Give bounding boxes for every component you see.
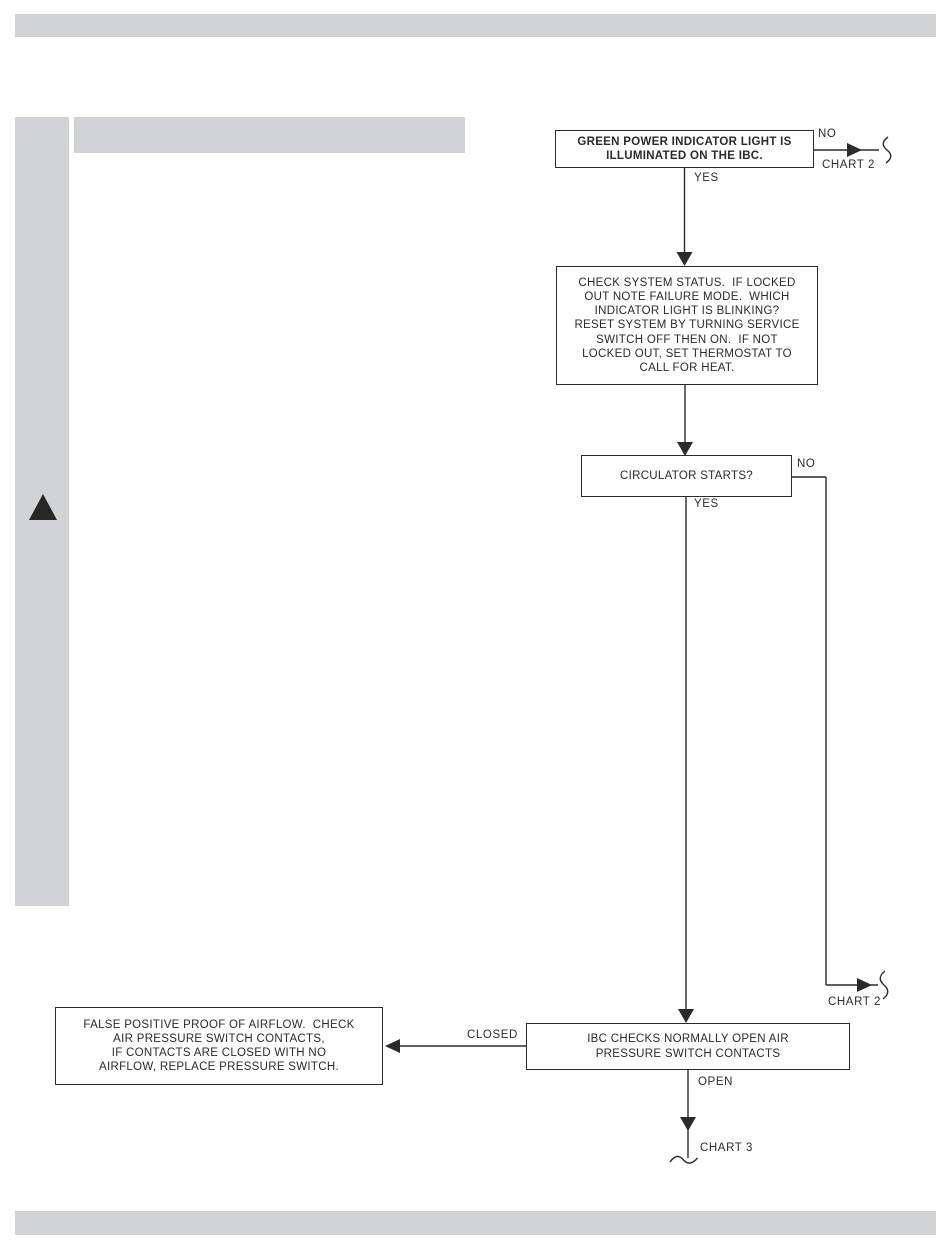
- edge-label-yes-circulator: YES: [694, 498, 719, 510]
- footer-bar: [15, 1211, 936, 1235]
- edge-label-yes-power: YES: [694, 172, 719, 184]
- edge-label-chart3: CHART 3: [700, 1142, 753, 1154]
- edge-power-yes-to-status: [676, 168, 693, 266]
- edge-label-closed: CLOSED: [467, 1029, 518, 1041]
- node-ibc-pressure-switch: IBC CHECKS NORMALLY OPEN AIR PRESSURE SW…: [526, 1023, 850, 1070]
- triangle-marker-icon: [29, 494, 57, 520]
- section-title-bar: [74, 117, 465, 153]
- edge-label-no-circulator: NO: [797, 458, 816, 470]
- page-break-squiggle: [669, 1155, 699, 1164]
- page-break-squiggle: [882, 136, 892, 164]
- node-circulator-starts: CIRCULATOR STARTS?: [581, 455, 792, 497]
- edge-label-chart2-top: CHART 2: [822, 159, 875, 171]
- edge-label-open: OPEN: [698, 1076, 733, 1088]
- edge-ibc-open-to-chart3: [669, 1070, 699, 1164]
- node-check-status: CHECK SYSTEM STATUS. IF LOCKED OUT NOTE …: [556, 266, 818, 385]
- edge-label-chart2-bottom: CHART 2: [828, 996, 881, 1008]
- edge-circulator-no-to-chart2: [792, 476, 889, 1000]
- edge-circulator-yes-to-ibc: [678, 497, 694, 1023]
- page-break-squiggle: [879, 970, 889, 1000]
- node-false-positive-airflow: FALSE POSITIVE PROOF OF AIRFLOW. CHECK A…: [55, 1007, 383, 1085]
- header-bar: [15, 14, 936, 37]
- edge-ibc-closed-to-falsepositive: [385, 1039, 526, 1053]
- edge-status-to-circulator: [677, 385, 693, 456]
- node-power-light: GREEN POWER INDICATOR LIGHT IS ILLUMINAT…: [555, 130, 814, 168]
- edge-label-no-power: NO: [818, 128, 837, 140]
